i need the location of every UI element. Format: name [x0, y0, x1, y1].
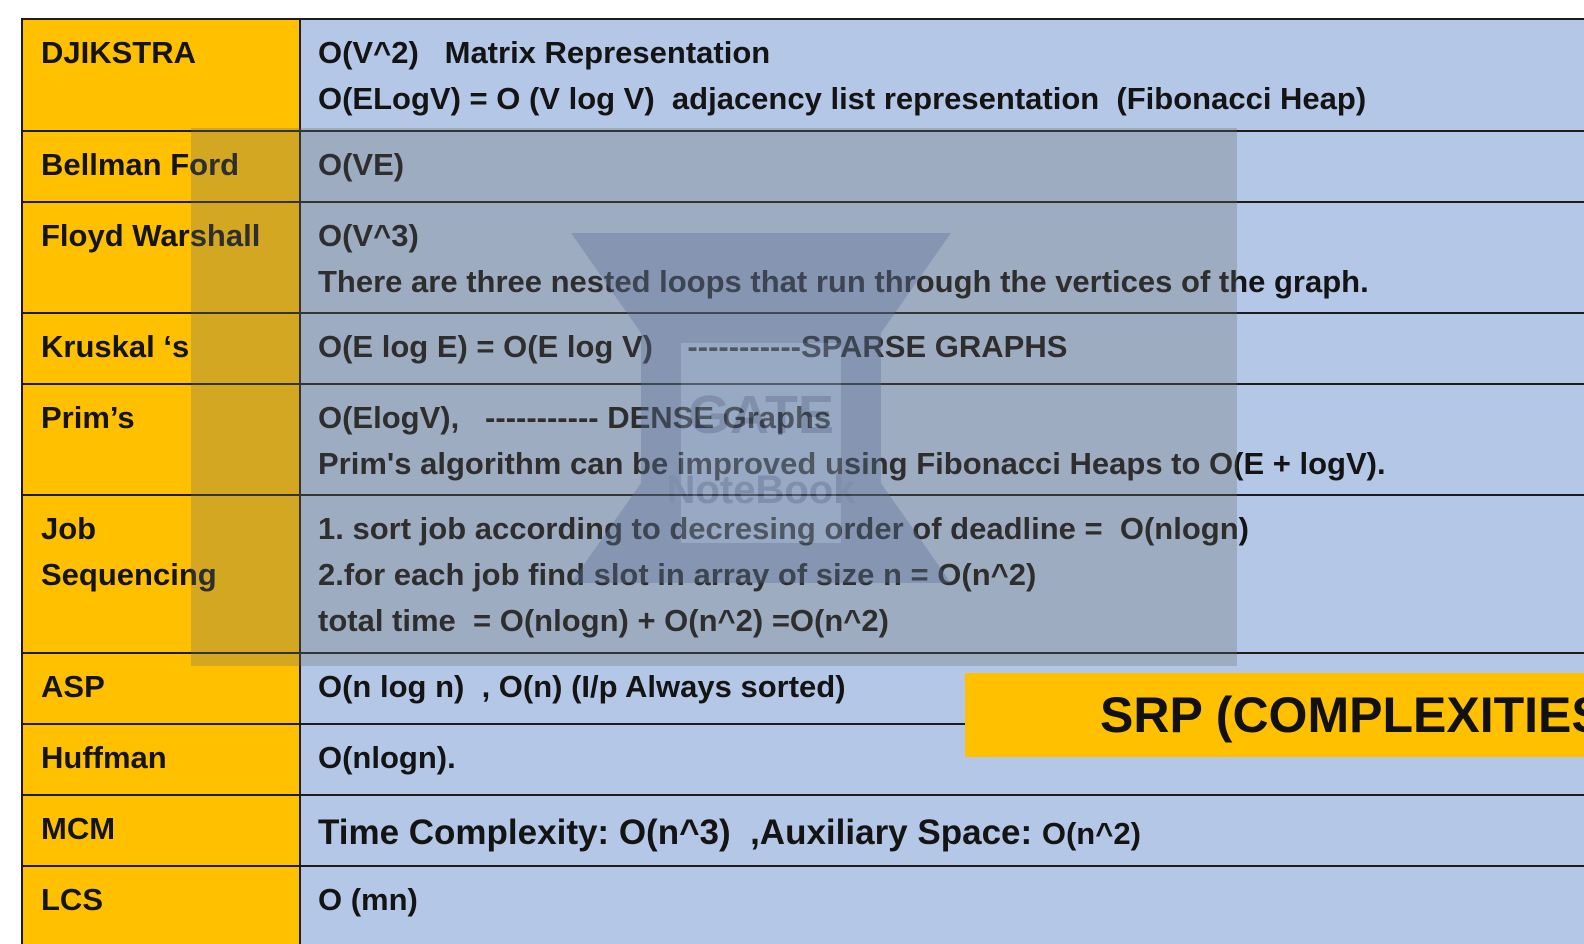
- complexity-cell: 1. sort job according to decresing order…: [299, 494, 1584, 654]
- table-row: MCM Time Complexity: O(n^3) ,Auxiliary S…: [21, 794, 1584, 867]
- table-row: Prim’s O(ElogV), ----------- DENSE Graph…: [21, 383, 1584, 496]
- complexity-cell: O(nlogn).: [299, 723, 1584, 796]
- table-row: LCS O (mn): [21, 865, 1584, 944]
- banner-title: SRP (COMPLEXITIES: [1100, 687, 1584, 743]
- complexity-line: total time = O(nlogn) + O(n^2) =O(n^2): [318, 603, 889, 638]
- complexity-line: O(nlogn).: [318, 740, 456, 775]
- algorithm-cell: Prim’s: [21, 383, 301, 496]
- complexity-cell: O (mn): [299, 865, 1584, 944]
- complexity-line: 1. sort job according to decresing order…: [318, 511, 1249, 546]
- algorithm-cell: Job Sequencing: [21, 494, 301, 654]
- complexity-line: O(ElogV), ----------- DENSE Graphs: [318, 400, 832, 435]
- srp-banner: SRP (COMPLEXITIES: [965, 673, 1584, 757]
- complexity-line: There are three nested loops that run th…: [318, 264, 1369, 299]
- algorithm-name: Bellman Ford: [41, 147, 240, 182]
- complexity-cell: O(V^3) There are three nested loops that…: [299, 201, 1584, 314]
- algorithm-cell: Huffman: [21, 723, 301, 796]
- complexity-cell: Time Complexity: O(n^3) ,Auxiliary Space…: [299, 794, 1584, 867]
- complexity-cell: O(V^2) Matrix Representation O(ELogV) = …: [299, 18, 1584, 132]
- algorithm-name: DJIKSTRA: [41, 35, 197, 70]
- complexity-text: Time Complexity: O(n^3) ,Auxiliary Space…: [318, 813, 1042, 852]
- algorithm-name: Floyd Warshall: [41, 218, 261, 253]
- table-row: Bellman Ford O(VE): [21, 130, 1584, 203]
- complexity-text: O(n^2): [1041, 816, 1141, 851]
- algorithm-name: Job: [41, 511, 97, 546]
- algorithm-name: LCS: [41, 882, 103, 917]
- table-row: Kruskal ‘s O(E log E) = O(E log V) -----…: [21, 312, 1584, 385]
- table-row: Floyd Warshall O(V^3) There are three ne…: [21, 201, 1584, 314]
- complexity-line: Prim's algorithm can be improved using F…: [318, 446, 1386, 481]
- complexity-line: O (mn): [318, 882, 418, 917]
- algorithm-cell: LCS: [21, 865, 301, 944]
- algorithm-cell: DJIKSTRA: [21, 18, 301, 132]
- complexity-line: 2.for each job find slot in array of siz…: [318, 557, 1037, 592]
- complexity-line: O(n log n) , O(n) (I/p Always sorted): [318, 669, 846, 704]
- complexity-line: O(V^2) Matrix Representation: [318, 35, 771, 70]
- algorithm-name: Prim’s: [41, 400, 135, 435]
- algorithm-cell: Bellman Ford: [21, 130, 301, 203]
- complexity-line: O(ELogV) = O (V log V) adjacency list re…: [318, 81, 1367, 116]
- complexity-line: O(E log E) = O(E log V) -----------SPARS…: [318, 329, 1068, 364]
- complexity-table: DJIKSTRA O(V^2) Matrix Representation O(…: [21, 18, 1584, 944]
- algorithm-name: MCM: [41, 811, 116, 846]
- algorithm-name: Sequencing: [41, 557, 217, 592]
- algorithm-cell: Kruskal ‘s: [21, 312, 301, 385]
- complexity-line: Time Complexity: O(n^3) ,Auxiliary Space…: [318, 806, 1584, 861]
- algorithm-cell: MCM: [21, 794, 301, 867]
- algorithm-cell: Floyd Warshall: [21, 201, 301, 314]
- algorithm-cell: ASP: [21, 652, 301, 725]
- algorithm-name: ASP: [41, 669, 105, 704]
- table-row: DJIKSTRA O(V^2) Matrix Representation O(…: [21, 18, 1584, 132]
- complexity-cell: O(ElogV), ----------- DENSE Graphs Prim'…: [299, 383, 1584, 496]
- algorithm-name: Kruskal ‘s: [41, 329, 190, 364]
- complexity-line: O(VE): [318, 147, 405, 182]
- complexity-cell: O(VE): [299, 130, 1584, 203]
- complexity-line: O(V^3): [318, 218, 419, 253]
- complexity-cell: O(E log E) = O(E log V) -----------SPARS…: [299, 312, 1584, 385]
- algorithm-name: Huffman: [41, 740, 167, 775]
- table-row: Huffman O(nlogn).: [21, 723, 1584, 796]
- table-row: Job Sequencing 1. sort job according to …: [21, 494, 1584, 654]
